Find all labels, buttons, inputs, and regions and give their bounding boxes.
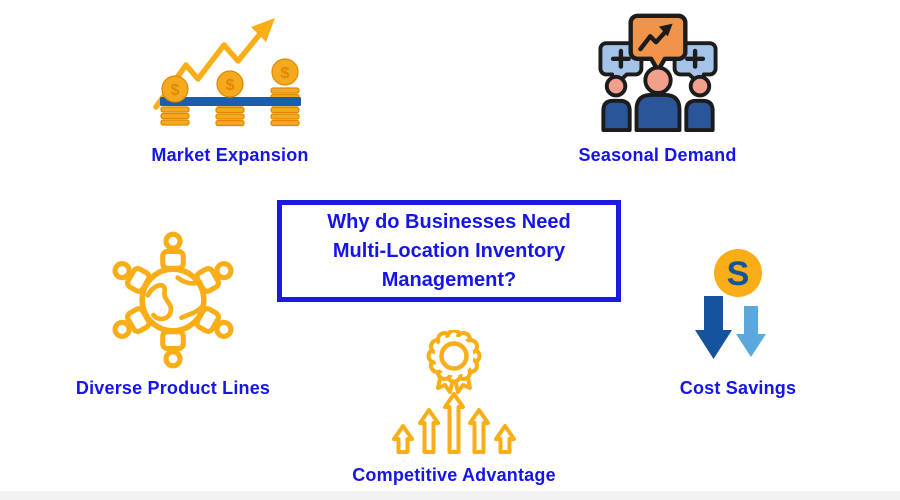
light-down-arrow [735,306,766,357]
blue-bar [159,97,301,106]
globe [139,266,207,334]
zigzag-growth-arrow [152,18,275,110]
dollar-coin: S [713,249,762,297]
item-label-market-expansion: Market Expansion [151,145,309,165]
award-rising-arrows-icon [392,330,516,454]
people-ring [112,231,234,369]
item-competitive-advantage: Competitive Advantage [352,330,556,486]
item-label-diverse-product-lines: Diverse Product Lines [75,378,271,398]
item-seasonal-demand: Seasonal Demand [575,10,740,166]
three-people [600,65,715,132]
title-box: Why do Businesses Need Multi-Location In… [277,200,621,302]
svg-text:$: $ [280,65,289,82]
item-label-seasonal-demand: Seasonal Demand [578,145,737,165]
globe-people-network-icon [112,231,234,369]
growth-chart-coins-icon: $ $ $ [152,18,301,127]
award-ribbon-badge [426,330,482,394]
svg-text:$: $ [225,77,234,94]
svg-text:S: S [726,255,749,293]
item-label-cost-savings: Cost Savings [679,378,797,398]
speech-bubbles [597,13,718,91]
item-cost-savings: S Cost Savings [648,248,828,399]
title-line: Why do Businesses Need [327,210,571,233]
five-up-arrows [392,392,516,454]
title-line: Multi-Location Inventory [332,239,566,262]
dollar-coins: $ $ $ [160,58,299,103]
dollar-coin-down-arrows-icon: S [694,249,766,359]
item-label-competitive-advantage: Competitive Advantage [352,465,556,485]
item-diverse-product-lines: Diverse Product Lines [76,230,270,399]
dark-down-arrow [694,296,732,359]
people-speech-bubbles-icon [597,13,718,132]
footer-strip [0,491,900,500]
item-market-expansion: $ $ $ Market Expansion [140,5,320,166]
svg-text:$: $ [170,82,179,99]
title-line: Management? [381,268,517,291]
